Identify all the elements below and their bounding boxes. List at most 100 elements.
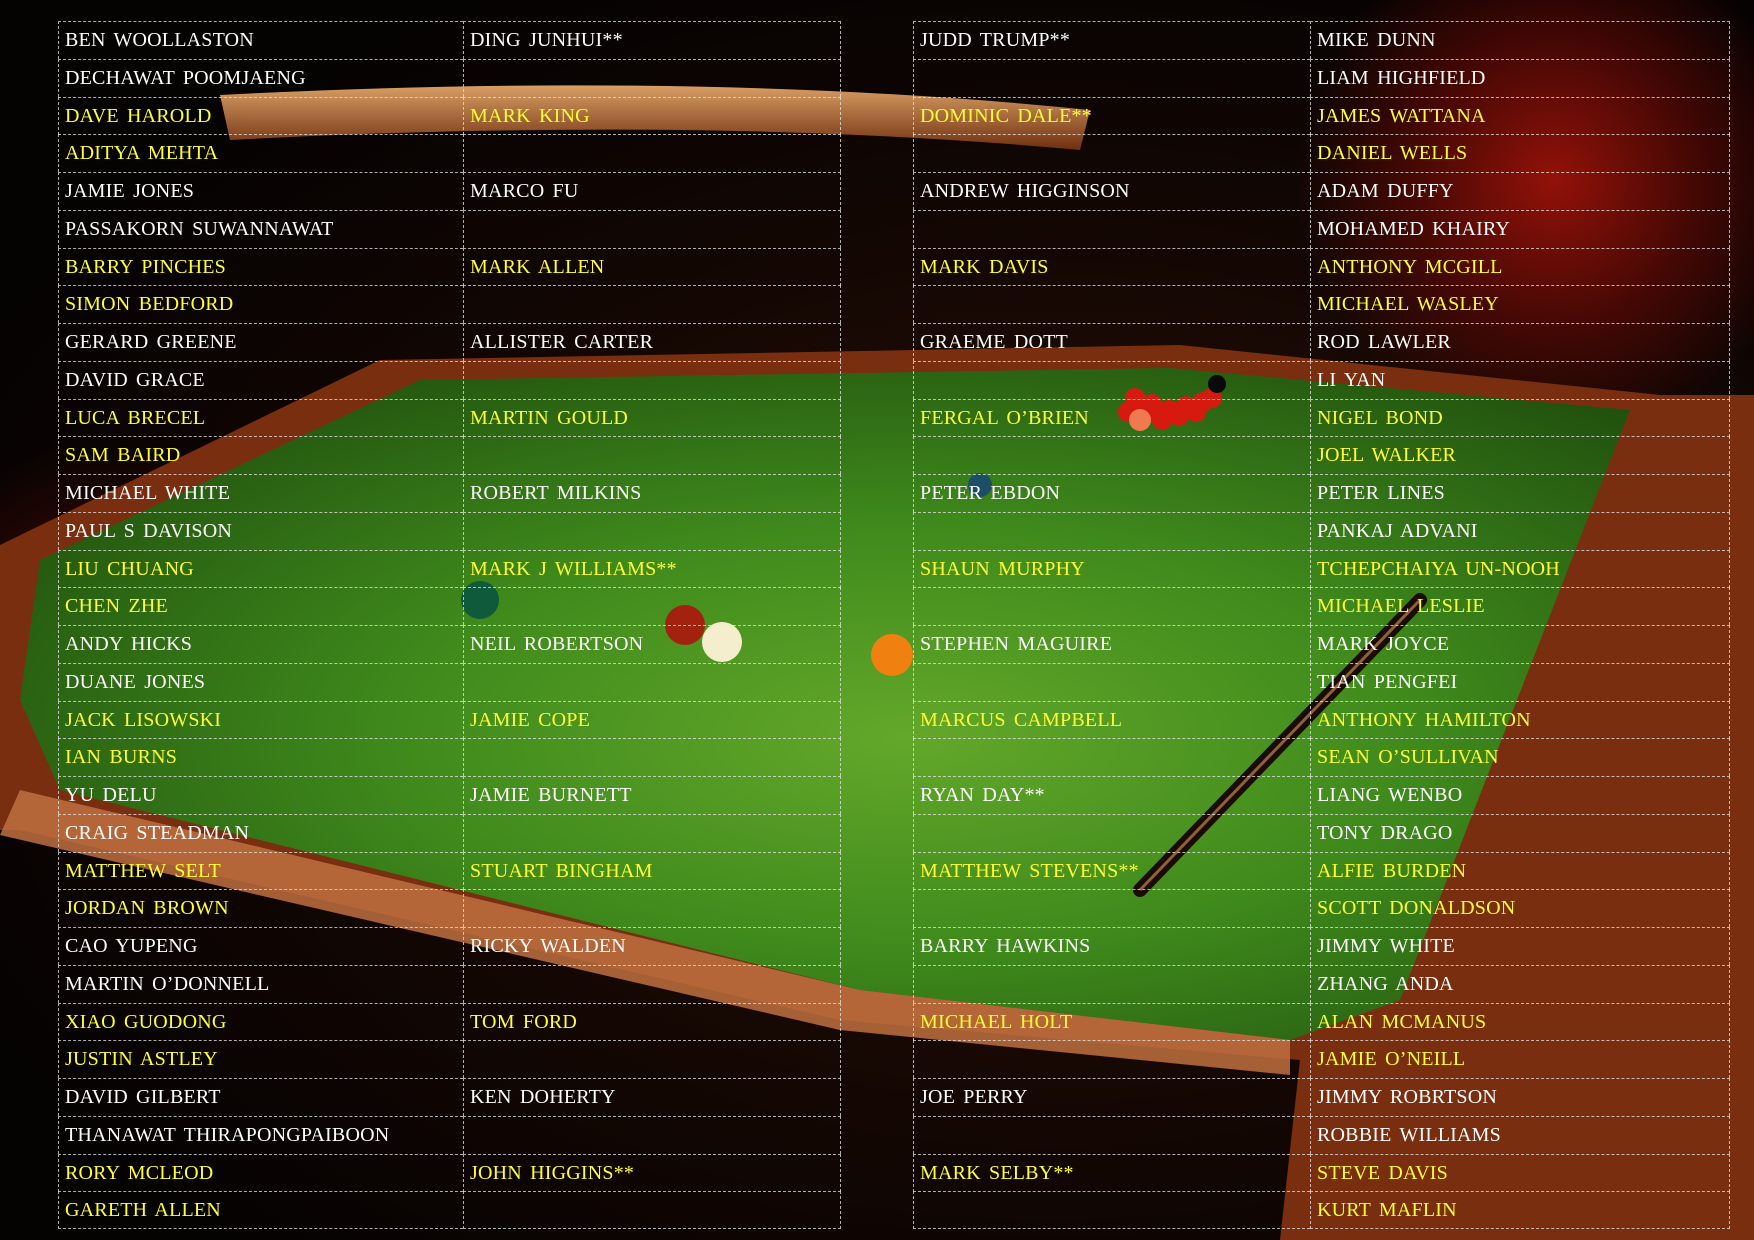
- player-cell-c4: STEVE DAVIS: [1310, 1153, 1730, 1192]
- player-cell-c2: [463, 662, 841, 701]
- player-cell-c3: FERGAL O’BRIEN: [913, 398, 1310, 437]
- player-cell-c3: JOE PERRY: [913, 1078, 1310, 1116]
- player-cell-c2: ROBERT MILKINS: [463, 474, 841, 512]
- player-cell-c1: MICHAEL WHITE: [58, 474, 463, 512]
- player-cell-c3: [913, 662, 1310, 701]
- player-cell-c2: MARK KING: [463, 96, 841, 135]
- player-cell-c4: LIANG WENBO: [1310, 776, 1730, 814]
- player-cell-c3: [913, 511, 1310, 550]
- player-cell-c4: ALAN MCMANUS: [1310, 1002, 1730, 1041]
- player-cell-c3: GRAEME DOTT: [913, 323, 1310, 361]
- player-cell-c2: [463, 511, 841, 550]
- player-cell-c1: BARRY PINCHES: [58, 247, 463, 286]
- player-cell-c3: [913, 587, 1310, 626]
- player-cell-c2: [463, 360, 841, 399]
- player-cell-c3: ANDREW HIGGINSON: [913, 172, 1310, 210]
- player-cell-c3: MARK DAVIS: [913, 247, 1310, 286]
- player-cell-c4: MARK JOYCE: [1310, 625, 1730, 663]
- player-cell-c2: [463, 209, 841, 248]
- player-cell-c2: JAMIE BURNETT: [463, 776, 841, 814]
- player-cell-c3: MATTHEW STEVENS**: [913, 851, 1310, 890]
- player-cell-c4: ROD LAWLER: [1310, 323, 1730, 361]
- player-cell-c1: CAO YUPENG: [58, 927, 463, 965]
- player-cell-c4: NIGEL BOND: [1310, 398, 1730, 437]
- player-cell-c1: IAN BURNS: [58, 738, 463, 777]
- player-cell-c3: [913, 436, 1310, 475]
- player-cell-c4: TONY DRAGO: [1310, 813, 1730, 852]
- player-cell-c4: TIAN PENGFEI: [1310, 662, 1730, 701]
- player-cell-c1: CRAIG STEADMAN: [58, 813, 463, 852]
- player-cell-c1: GARETH ALLEN: [58, 1191, 463, 1230]
- player-cell-c1: ADITYA MEHTA: [58, 134, 463, 173]
- player-cell-c3: [913, 1191, 1310, 1230]
- player-cell-c4: ALFIE BURDEN: [1310, 851, 1730, 890]
- player-cell-c2: KEN DOHERTY: [463, 1078, 841, 1116]
- player-cell-c3: BARRY HAWKINS: [913, 927, 1310, 965]
- player-cell-c4: JOEL WALKER: [1310, 436, 1730, 475]
- player-cell-c3: [913, 134, 1310, 173]
- player-cell-c4: ANTHONY HAMILTON: [1310, 700, 1730, 739]
- player-cell-c1: DAVE HAROLD: [58, 96, 463, 135]
- player-cell-c3: MARCUS CAMPBELL: [913, 700, 1310, 739]
- player-cell-c2: MARK ALLEN: [463, 247, 841, 286]
- player-cell-c3: [913, 1115, 1310, 1154]
- player-cell-c4: LIAM HIGHFIELD: [1310, 58, 1730, 97]
- player-cell-c3: [913, 285, 1310, 324]
- player-cell-c3: [913, 58, 1310, 97]
- player-cell-c2: [463, 1040, 841, 1079]
- player-cell-c4: LI YAN: [1310, 360, 1730, 399]
- player-cell-c1: GERARD GREENE: [58, 323, 463, 361]
- player-cell-c3: [913, 889, 1310, 928]
- player-cell-c1: MATTHEW SELT: [58, 851, 463, 890]
- player-cell-c2: [463, 285, 841, 324]
- player-cell-c1: MARTIN O’DONNELL: [58, 964, 463, 1003]
- player-cell-c1: BEN WOOLLASTON: [58, 21, 463, 59]
- player-cell-c2: [463, 738, 841, 777]
- player-cell-c4: DANIEL WELLS: [1310, 134, 1730, 173]
- player-cell-c2: [463, 889, 841, 928]
- player-cell-c4: MICHAEL WASLEY: [1310, 285, 1730, 324]
- blue-ball: [968, 473, 992, 497]
- player-cell-c3: [913, 813, 1310, 852]
- player-cell-c4: ADAM DUFFY: [1310, 172, 1730, 210]
- player-cell-c1: SAM BAIRD: [58, 436, 463, 475]
- player-cell-c1: DAVID GRACE: [58, 360, 463, 399]
- player-cell-c2: [463, 58, 841, 97]
- lamp-shade: [220, 85, 1090, 150]
- player-cell-c4: ZHANG ANDA: [1310, 964, 1730, 1003]
- player-cell-c4: MIKE DUNN: [1310, 21, 1730, 59]
- player-cell-c2: [463, 964, 841, 1003]
- player-cell-c3: RYAN DAY**: [913, 776, 1310, 814]
- cue-ball: [702, 622, 742, 662]
- player-cell-c2: [463, 1191, 841, 1230]
- player-cell-c1: PASSAKORN SUWANNAWAT: [58, 209, 463, 248]
- player-cell-c4: MOHAMED KHAIRY: [1310, 209, 1730, 248]
- green-ball: [461, 581, 499, 619]
- player-cell-c4: PETER LINES: [1310, 474, 1730, 512]
- player-cell-c2: [463, 436, 841, 475]
- pink-ball: [1129, 409, 1151, 431]
- player-cell-c2: [463, 1115, 841, 1154]
- player-cell-c1: PAUL S DAVISON: [58, 511, 463, 550]
- player-cell-c2: JAMIE COPE: [463, 700, 841, 739]
- player-cell-c2: TOM FORD: [463, 1002, 841, 1041]
- player-cell-c2: NEIL ROBERTSON: [463, 625, 841, 663]
- player-cell-c1: XIAO GUODONG: [58, 1002, 463, 1041]
- player-cell-c2: RICKY WALDEN: [463, 927, 841, 965]
- player-cell-c3: DOMINIC DALE**: [913, 96, 1310, 135]
- player-cell-c4: JIMMY ROBRTSON: [1310, 1078, 1730, 1116]
- player-cell-c1: JORDAN BROWN: [58, 889, 463, 928]
- player-cell-c4: JAMES WATTANA: [1310, 96, 1730, 135]
- player-cell-c3: SHAUN MURPHY: [913, 549, 1310, 588]
- player-cell-c1: CHEN ZHE: [58, 587, 463, 626]
- player-cell-c2: STUART BINGHAM: [463, 851, 841, 890]
- player-cell-c4: KURT MAFLIN: [1310, 1191, 1730, 1230]
- player-cell-c4: JAMIE O’NEILL: [1310, 1040, 1730, 1079]
- player-cell-c2: DING JUNHUI**: [463, 21, 841, 59]
- player-cell-c1: JAMIE JONES: [58, 172, 463, 210]
- player-cell-c4: SEAN O’SULLIVAN: [1310, 738, 1730, 777]
- player-cell-c3: MICHAEL HOLT: [913, 1002, 1310, 1041]
- player-cell-c3: [913, 964, 1310, 1003]
